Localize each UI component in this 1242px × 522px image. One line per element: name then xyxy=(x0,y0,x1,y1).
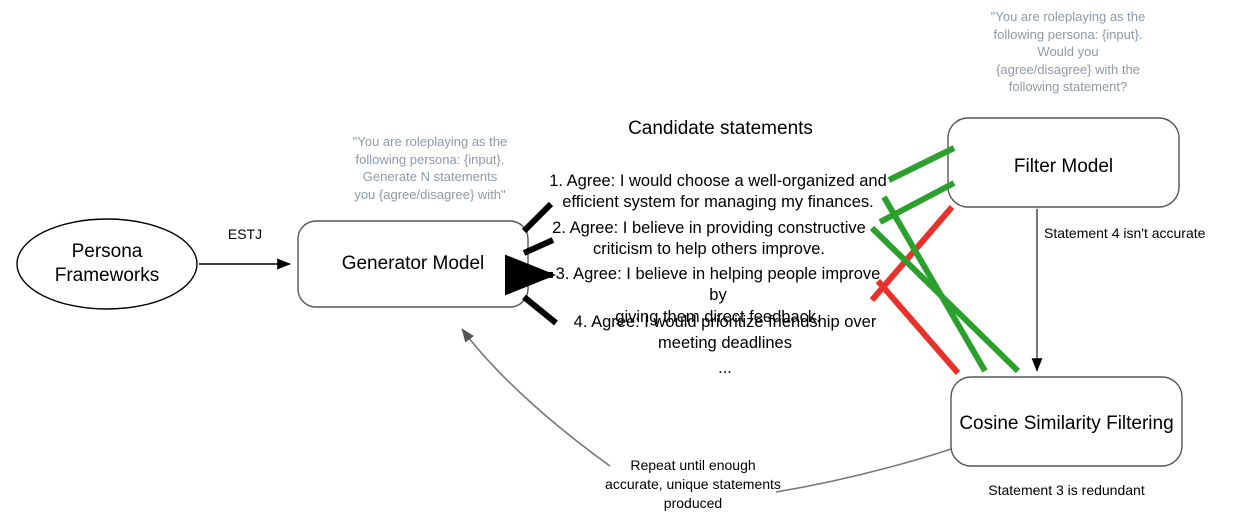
feedback-loop-label: Repeat until enough accurate, unique sta… xyxy=(588,456,798,513)
edge-cosine-to-repeat xyxy=(775,448,952,493)
filter-model-label: Filter Model xyxy=(1013,156,1114,177)
candidate-statement-3: 3. Agree: I believe in helping people im… xyxy=(548,264,888,328)
generator-tick-2 xyxy=(522,237,555,256)
generator-prompt-line-3: Generate N statements xyxy=(362,169,498,185)
generator-model-label: Generator Model xyxy=(341,253,485,274)
filter-prompt-text: "You are roleplaying as the following pe… xyxy=(968,8,1168,96)
link-statement-1-accepted xyxy=(887,145,956,183)
link-statement-2-to-cosine xyxy=(869,225,1021,374)
generator-prompt-line-4: you {agree/disagree} with" xyxy=(354,186,506,202)
statement-1-line-1: 1. Agree: I would choose a well-organize… xyxy=(549,172,887,190)
statement-2-line-2: criticism to help others improve. xyxy=(593,240,825,259)
edge-label-statement-4-inaccurate: Statement 4 isn't accurate xyxy=(1044,225,1206,241)
statements-more-indicator: ... xyxy=(718,359,732,377)
statement-3-line-1: 3. Agree: I believe in helping people im… xyxy=(555,265,881,305)
persona-label-line-2: Frameworks xyxy=(54,264,160,286)
statement-1-line-2: efficient system for managing my finance… xyxy=(562,193,874,212)
link-statement-3-to-cosine xyxy=(875,279,961,375)
candidate-statement-4: 4. Agree: I would prioritize friendship … xyxy=(560,312,890,355)
filter-prompt-line-3: Would you xyxy=(1037,44,1099,60)
candidate-statement-1: 1. Agree: I would choose a well-organize… xyxy=(548,171,888,214)
feedback-label-line-3: produced xyxy=(663,494,723,511)
cosine-similarity-box xyxy=(950,376,1183,467)
statement-4-line-1: 4. Agree: I would prioritize friendship … xyxy=(573,313,877,331)
link-statement-4-rejected xyxy=(869,205,955,302)
cosine-similarity-label: Cosine Similarity Filtering xyxy=(959,413,1174,434)
generator-prompt-line-2: following persona: {input}. xyxy=(355,151,505,167)
persona-label-line-1: Persona xyxy=(71,241,143,262)
feedback-label-line-1: Repeat until enough xyxy=(630,457,756,473)
statement-4-line-2: meeting deadlines xyxy=(658,334,792,353)
filter-prompt-line-4: {agree/disagree} with the xyxy=(996,61,1140,77)
generator-tick-1 xyxy=(521,201,554,234)
generator-prompt-line-1: "You are roleplaying as the xyxy=(352,134,508,149)
statement-3-line-2: giving them direct feedback. xyxy=(615,307,821,326)
generator-prompt-text: "You are roleplaying as the following pe… xyxy=(325,133,535,203)
persona-frameworks-ellipse xyxy=(16,218,198,310)
statement-2-line-1: 2. Agree: I believe in providing constru… xyxy=(552,219,866,237)
candidate-statement-2: 2. Agree: I believe in providing constru… xyxy=(548,218,870,261)
persona-frameworks-label: Persona Frameworks xyxy=(17,240,197,288)
generator-tick-4 xyxy=(522,294,558,326)
cosine-caption-statement-3-redundant: Statement 3 is redundant xyxy=(988,482,1145,498)
feedback-label-line-2: accurate, unique statements xyxy=(605,475,781,492)
filter-prompt-line-1: "You are roleplaying as the xyxy=(990,9,1146,24)
link-statement-1-to-cosine xyxy=(881,195,988,373)
filter-prompt-line-5: following statement? xyxy=(1008,79,1128,95)
edge-repeat-to-generator xyxy=(461,328,611,467)
filter-prompt-line-2: following persona: {input}. xyxy=(993,26,1143,42)
edge-label-estj: ESTJ xyxy=(227,226,263,242)
candidate-statements-title: Candidate statements xyxy=(628,118,813,139)
filter-model-box xyxy=(947,117,1180,208)
